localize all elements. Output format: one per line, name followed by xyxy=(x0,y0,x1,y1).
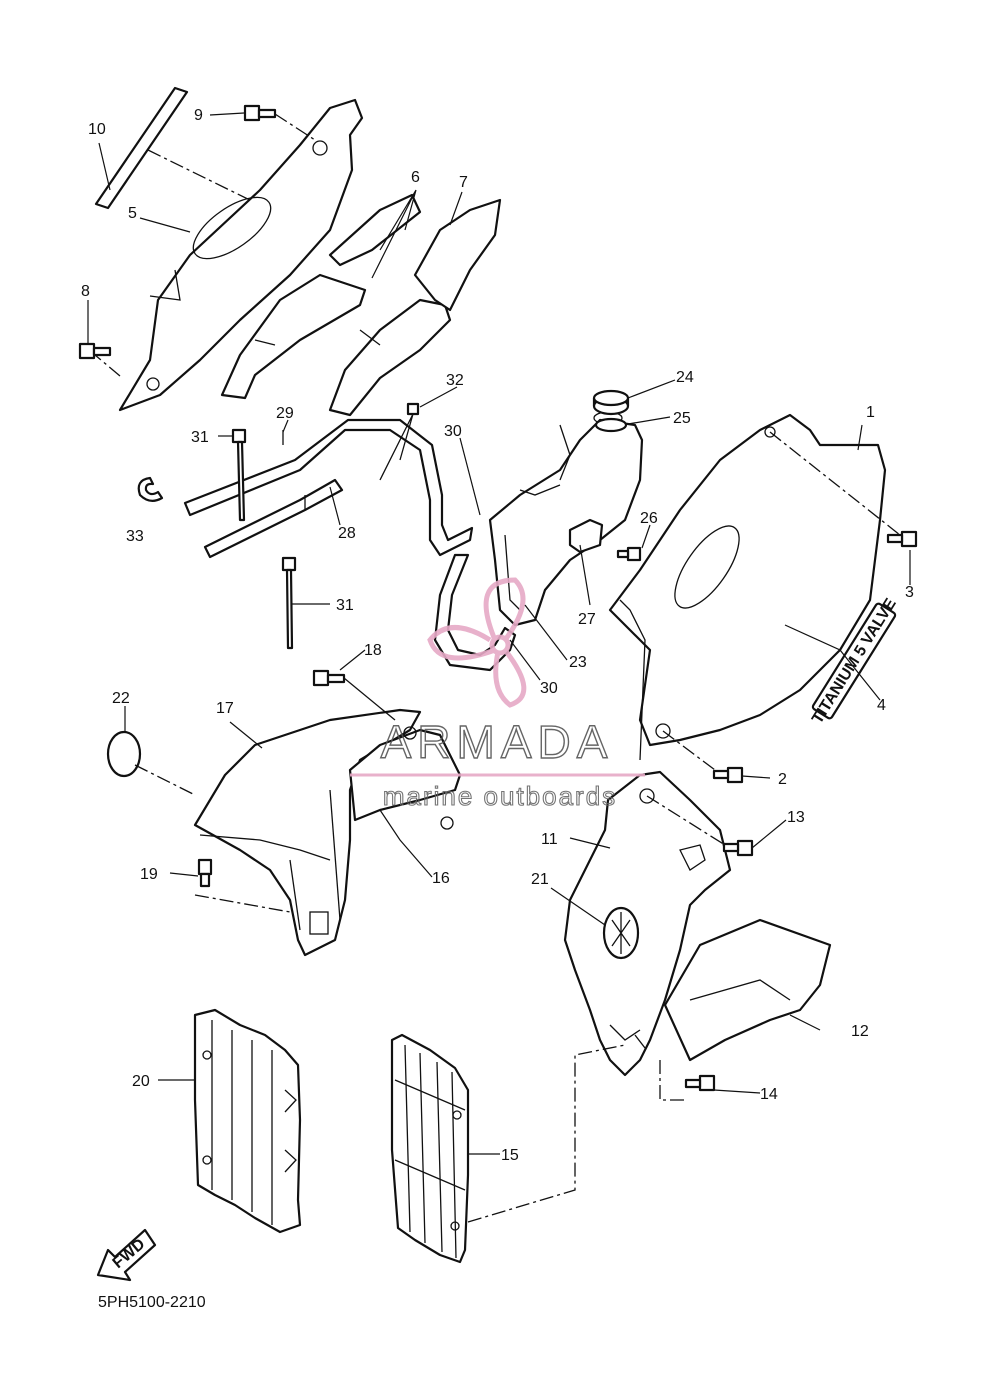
callout-31b: 31 xyxy=(336,597,354,614)
callout-6: 6 xyxy=(411,169,420,186)
callout-3: 3 xyxy=(905,584,914,601)
part-13-bolt xyxy=(722,839,754,857)
callout-9: 9 xyxy=(194,107,203,124)
callout-33: 33 xyxy=(126,528,144,545)
diagram-code: 5PH5100-2210 xyxy=(98,1294,206,1311)
leader-lines xyxy=(87,112,911,1155)
callout-24: 24 xyxy=(676,369,694,386)
callout-7: 7 xyxy=(459,174,468,191)
watermark-name: ARMADA xyxy=(381,716,614,768)
callout-30b: 30 xyxy=(540,680,558,697)
part-14-bolt xyxy=(684,1074,716,1092)
part-5-side-cover xyxy=(118,98,364,412)
callout-16: 16 xyxy=(432,870,450,887)
part-27-bracket xyxy=(568,518,604,554)
callout-2: 2 xyxy=(778,771,787,788)
callout-11: 11 xyxy=(541,831,558,848)
callout-23: 23 xyxy=(569,654,587,671)
part-8-bolt xyxy=(78,342,112,360)
callout-15: 15 xyxy=(501,1147,519,1164)
callout-19: 19 xyxy=(140,866,158,883)
callout-10: 10 xyxy=(88,121,106,138)
part-28-breather-hose xyxy=(203,478,344,559)
watermark: ARMADA marine outboards xyxy=(350,577,645,812)
callout-18: 18 xyxy=(364,642,382,659)
part-33-clamp xyxy=(137,476,164,502)
part-18-bolt xyxy=(312,669,346,687)
callout-31a: 31 xyxy=(191,429,209,446)
part-31-cable-tie-lower xyxy=(281,556,297,650)
callouts: 10 5 9 8 6 7 1 3 4 2 11 13 12 14 15 16 1… xyxy=(81,107,914,1164)
callout-21: 21 xyxy=(531,871,549,888)
callout-13: 13 xyxy=(787,809,805,826)
part-24-cap xyxy=(592,389,630,416)
callout-20: 20 xyxy=(132,1073,150,1090)
callout-29: 29 xyxy=(276,405,294,422)
part-20-radiator-guard xyxy=(193,1008,302,1234)
part-17-radiator-shroud xyxy=(193,708,422,957)
part-23-coolant-reservoir xyxy=(488,411,644,627)
part-1-side-cover xyxy=(608,413,887,761)
part-6-panel xyxy=(220,193,452,417)
watermark-tagline: marine outboards xyxy=(383,781,617,811)
fwd-arrow-icon: FWD xyxy=(96,1228,157,1282)
callout-14: 14 xyxy=(760,1086,778,1103)
callout-26: 26 xyxy=(640,510,658,527)
part-2-bolt xyxy=(712,766,744,784)
callout-22: 22 xyxy=(112,690,130,707)
part-7-panel xyxy=(413,198,502,312)
callout-17: 17 xyxy=(216,700,234,717)
part-25-seal xyxy=(594,417,628,433)
part-22-grommet xyxy=(106,730,142,778)
part-19-bolt xyxy=(197,858,213,888)
callout-1: 1 xyxy=(866,404,875,421)
callout-25: 25 xyxy=(673,410,691,427)
part-3-bolt xyxy=(886,530,918,548)
part-32-clip xyxy=(379,402,420,481)
callout-32: 32 xyxy=(446,372,464,389)
callout-4: 4 xyxy=(877,697,886,714)
part-21-emblem xyxy=(602,906,640,960)
part-26-bolt xyxy=(616,546,642,562)
callout-27: 27 xyxy=(578,611,596,628)
part-11-radiator-shroud xyxy=(563,770,732,1077)
part-9-bolt xyxy=(243,104,277,122)
part-15-radiator-guard xyxy=(390,1033,470,1264)
callout-28: 28 xyxy=(338,525,356,542)
callout-30a: 30 xyxy=(444,423,462,440)
part-31-cable-tie-upper xyxy=(231,428,247,522)
part-12-lower-panel xyxy=(663,918,832,1062)
callout-8: 8 xyxy=(81,283,90,300)
propeller-logo-icon xyxy=(427,577,527,708)
callout-5: 5 xyxy=(128,205,137,222)
part-10-decal-strip xyxy=(94,86,189,210)
callout-12: 12 xyxy=(851,1023,869,1040)
